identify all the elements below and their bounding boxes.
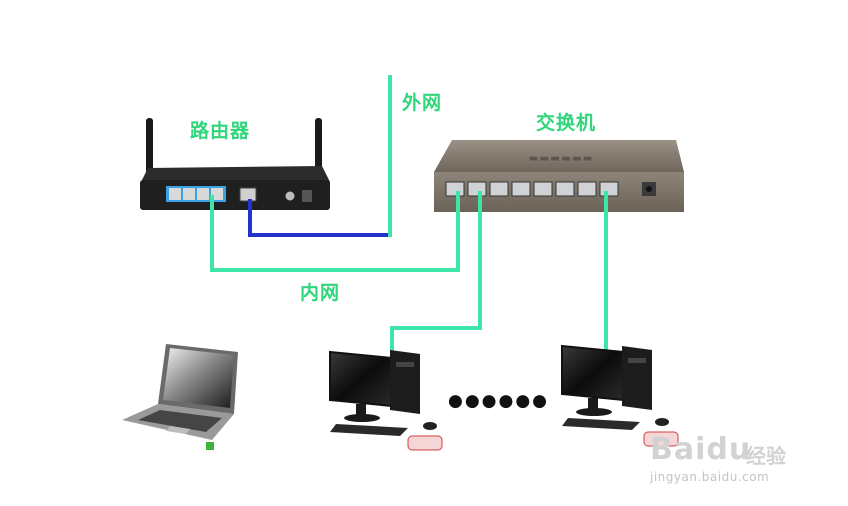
laptop-logo-mark bbox=[206, 442, 214, 450]
pc1-monitor-base bbox=[344, 414, 380, 422]
router-antenna-right bbox=[315, 118, 322, 176]
pc1-logo-mark bbox=[407, 435, 443, 451]
router-lan-port-2 bbox=[183, 188, 195, 200]
pc1-tower-drive bbox=[396, 362, 414, 367]
router-power-switch bbox=[302, 190, 312, 202]
switch-port-7 bbox=[577, 181, 597, 197]
wires bbox=[210, 75, 608, 372]
desktop-pc-2 bbox=[561, 344, 679, 447]
pc2-tower bbox=[622, 346, 652, 410]
router-lan-port-1 bbox=[169, 188, 181, 200]
wan-wire-blue bbox=[248, 199, 390, 237]
switch-top bbox=[434, 140, 684, 172]
switch-power-jack-hole bbox=[646, 186, 652, 192]
watermark-brand-cn: 经验 bbox=[746, 444, 786, 468]
pc2-mouse bbox=[655, 418, 669, 426]
pc1-monitor bbox=[329, 350, 393, 408]
laptop-device bbox=[122, 344, 238, 450]
switch-port-2 bbox=[467, 181, 487, 197]
switch-device: ▬▬▬▬▬▬ bbox=[434, 140, 684, 212]
switch-port-6 bbox=[555, 181, 575, 197]
switch-logo: ▬▬▬▬▬▬ bbox=[530, 151, 595, 166]
laptop-keyboard bbox=[138, 410, 222, 432]
pc1-mouse bbox=[423, 422, 437, 430]
switch-label: 交换机 bbox=[536, 112, 597, 134]
router-antenna-left bbox=[146, 118, 153, 176]
router-top bbox=[140, 166, 330, 184]
pc1-monitor-stand bbox=[356, 404, 366, 416]
wan-label: 外网 bbox=[402, 92, 443, 114]
desktop-pc-1 bbox=[329, 350, 443, 451]
switch-port-1 bbox=[445, 181, 465, 197]
switch-port-3 bbox=[489, 181, 509, 197]
pc1-keyboard bbox=[330, 424, 408, 436]
switch-port-5 bbox=[533, 181, 553, 197]
pc2-monitor bbox=[561, 344, 625, 402]
pc2-logo-mark bbox=[643, 431, 679, 447]
router-lan-port-3 bbox=[197, 188, 209, 200]
lan-label: 内网 bbox=[300, 282, 341, 304]
router-power-jack bbox=[285, 191, 295, 201]
lan-wire-switch-pc1 bbox=[390, 191, 482, 372]
watermark-brand: Baidu bbox=[650, 432, 752, 467]
laptop-screen bbox=[163, 348, 234, 408]
laptop-touchpad bbox=[166, 426, 190, 434]
lan-wire-router-switch bbox=[210, 191, 460, 272]
pc2-monitor-stand bbox=[588, 398, 598, 410]
pc2-keyboard bbox=[562, 418, 640, 430]
watermark-url: jingyan.baidu.com bbox=[650, 470, 770, 484]
switch-port-4 bbox=[511, 181, 531, 197]
router-label: 路由器 bbox=[190, 120, 251, 142]
pc-ellipsis: ●●●●●● bbox=[448, 391, 549, 411]
pc2-monitor-base bbox=[576, 408, 612, 416]
pc1-tower bbox=[390, 350, 420, 414]
switch-port-8 bbox=[599, 181, 619, 197]
pc2-tower-drive bbox=[628, 358, 646, 363]
router-device bbox=[140, 118, 330, 210]
